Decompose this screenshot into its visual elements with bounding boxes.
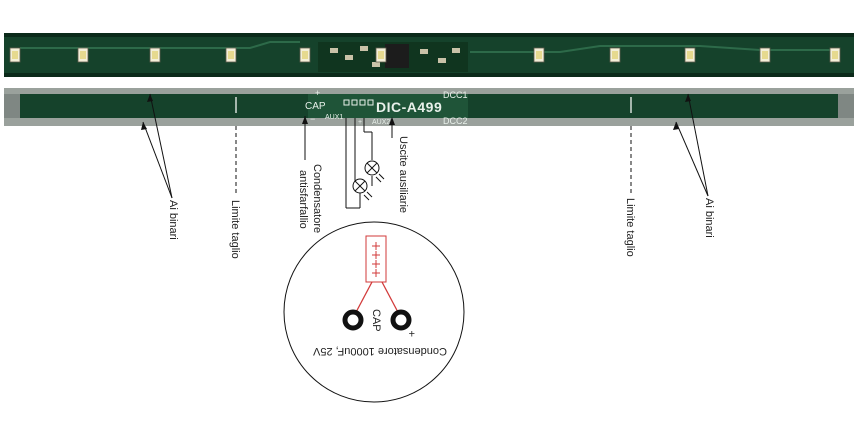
board-aux2-label: AUX2 <box>372 119 390 126</box>
arrow-icon <box>141 122 147 130</box>
label-tracks-right: Ai binari <box>703 198 715 238</box>
top-board-edge <box>4 33 854 37</box>
led-chip <box>80 51 86 59</box>
solder-pad-left <box>4 94 20 118</box>
decoder-chip-cluster <box>318 42 468 72</box>
arrow-icon <box>389 117 395 125</box>
lamp-icon <box>352 178 373 201</box>
label-aux-outputs: Uscite ausiliarie <box>397 136 409 213</box>
arrow-heads <box>141 94 691 130</box>
capacitor-detail: CAP + Condensatore 1000uF, 25V <box>283 221 465 403</box>
connector-pins <box>372 242 380 277</box>
capacitor-terminal-plus <box>390 309 412 331</box>
decoder-ic <box>385 44 409 68</box>
top-board-trace <box>20 41 300 49</box>
board-aux-plus: + <box>358 119 362 126</box>
top-board-trace <box>470 45 840 53</box>
board-cap-label: CAP <box>305 101 326 112</box>
solder-pad-right <box>838 94 854 118</box>
led-chip <box>228 51 234 59</box>
led-chip <box>152 51 158 59</box>
label-tracks-left: Ai binari <box>167 200 179 240</box>
smd-part <box>372 62 380 67</box>
arrow-icon <box>673 122 679 130</box>
lamp-icon <box>364 160 385 183</box>
center-block <box>308 94 468 118</box>
detail-cap-label: CAP <box>370 309 382 332</box>
led-chip <box>378 51 384 59</box>
label-antiflicker-cap-line1: Condensatore <box>311 164 323 233</box>
arrow-icon <box>685 94 691 102</box>
top-led-board <box>4 33 854 77</box>
led-chip <box>12 51 18 59</box>
detail-capacitor-spec: Condensatore 1000uF, 25V <box>312 345 447 357</box>
board-aux1-label: AUX1 <box>325 114 343 121</box>
detail-circle <box>283 221 465 403</box>
led-chip <box>762 51 768 59</box>
top-board-edge-bottom <box>4 73 854 77</box>
smd-part <box>360 46 368 51</box>
top-led-group <box>9 47 841 63</box>
arrow-icon <box>147 94 153 102</box>
led-chip <box>302 51 308 59</box>
arrow-icon <box>302 116 308 124</box>
bottom-board: DIC-A499 CAP + − DCC1 DCC2 AUX1 AUX2 + <box>4 88 854 126</box>
label-cut-limit-left: Limite taglio <box>229 200 241 259</box>
label-cut-limit-right: Limite taglio <box>624 198 636 257</box>
smd-part <box>438 58 446 63</box>
solder-rail-bottom <box>4 118 854 126</box>
capacitor-terminal-minus <box>342 309 364 331</box>
led-chip <box>832 51 838 59</box>
board-cap-minus: − <box>310 114 315 124</box>
board-dcc1-label: DCC1 <box>443 90 468 100</box>
smd-part <box>420 49 428 54</box>
detail-plus-sign: + <box>409 327 415 339</box>
aux-pads <box>343 99 374 106</box>
smd-part <box>330 48 338 53</box>
board-dcc2-label: DCC2 <box>443 116 468 126</box>
solder-rail-top <box>4 88 854 94</box>
led-chip <box>687 51 693 59</box>
led-chip <box>612 51 618 59</box>
label-antiflicker-cap-line2: antisfarfallio <box>297 170 309 229</box>
board-cap-plus: + <box>315 88 320 98</box>
aux-wiring <box>345 118 393 209</box>
led-chip <box>536 51 542 59</box>
smd-part <box>345 55 353 60</box>
smd-part <box>452 48 460 53</box>
board-part-number: DIC-A499 <box>376 99 442 115</box>
